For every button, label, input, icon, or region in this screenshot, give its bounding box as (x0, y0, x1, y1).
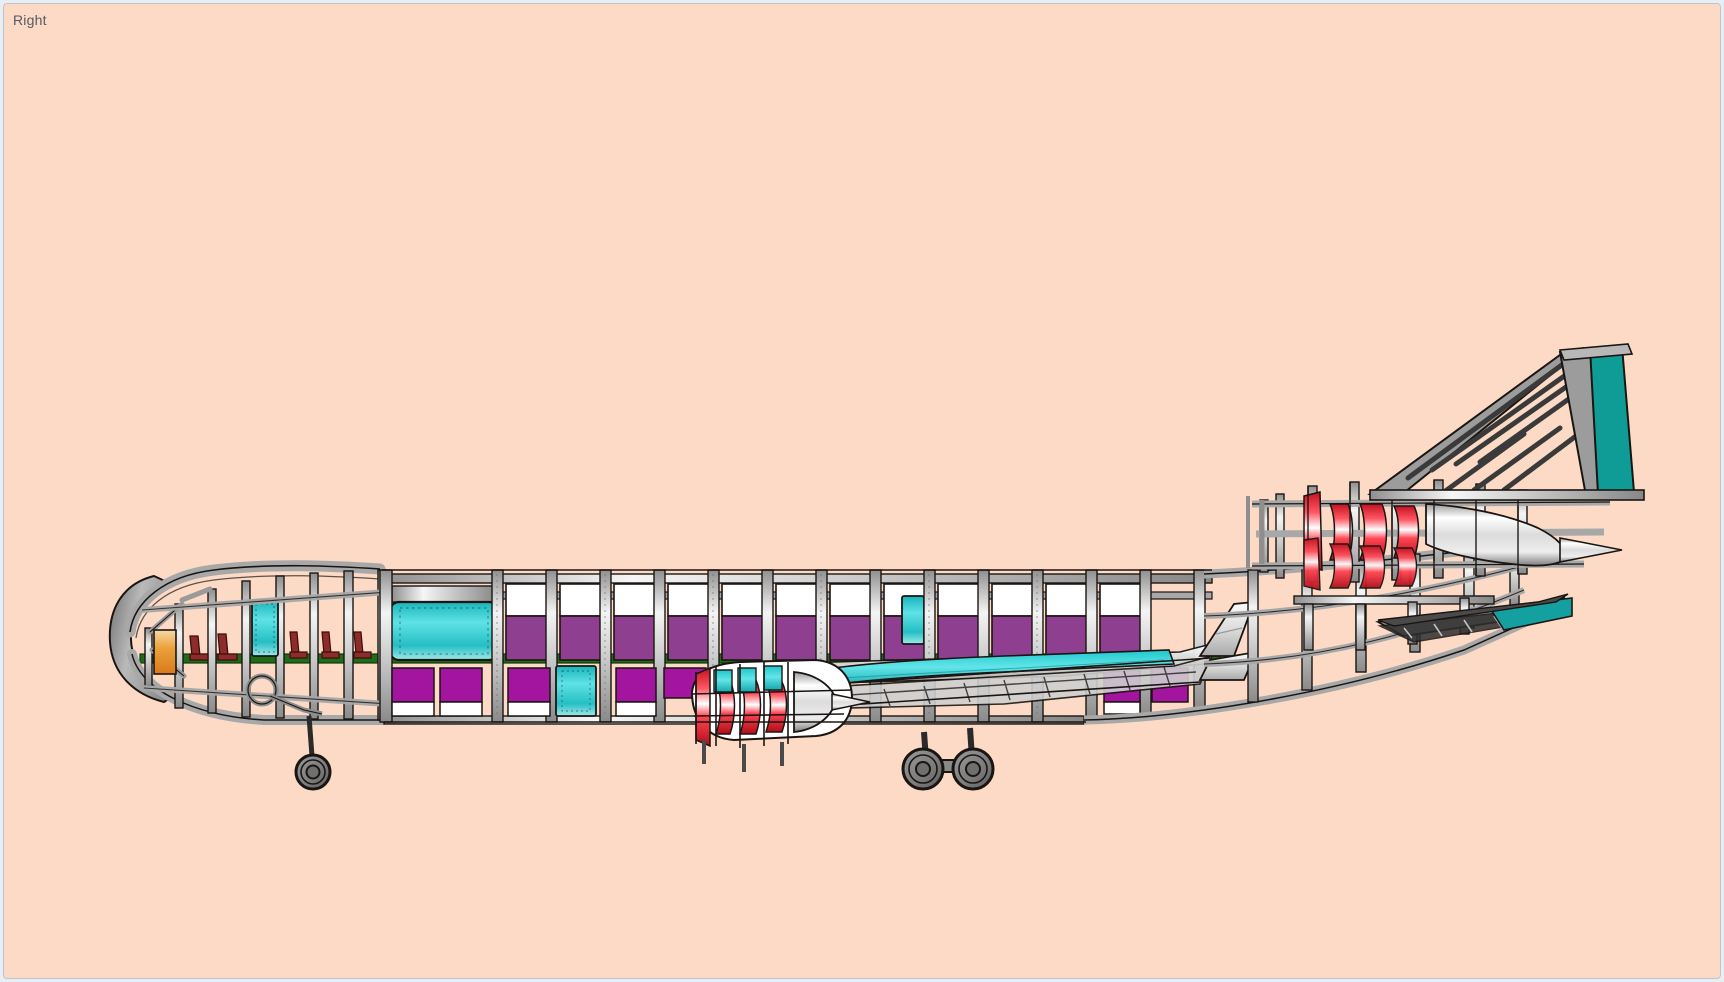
main-landing-gear[interactable] (901, 727, 995, 791)
engine-wing (690, 658, 871, 772)
cargo-hold (391, 665, 1189, 717)
cargo-door (555, 665, 597, 717)
passenger-door-forward (388, 585, 500, 662)
fuselage-outline-overlay (382, 569, 1212, 723)
cad-viewport[interactable]: Right (3, 3, 1721, 979)
viewport-orientation-label: Right (13, 12, 47, 28)
horizontal-stabilizer (1375, 593, 1573, 643)
vertical-stabilizer (1367, 343, 1645, 501)
nose-landing-gear[interactable] (294, 715, 332, 791)
nose-gear-bay (245, 673, 323, 717)
rudder (1588, 344, 1636, 496)
cockpit-seats (189, 633, 238, 661)
passenger-door-aft (901, 595, 925, 645)
aircraft-cutaway-drawing (108, 343, 1645, 791)
model-stage (4, 4, 1720, 978)
cockpit-instrument-panel (153, 629, 177, 675)
